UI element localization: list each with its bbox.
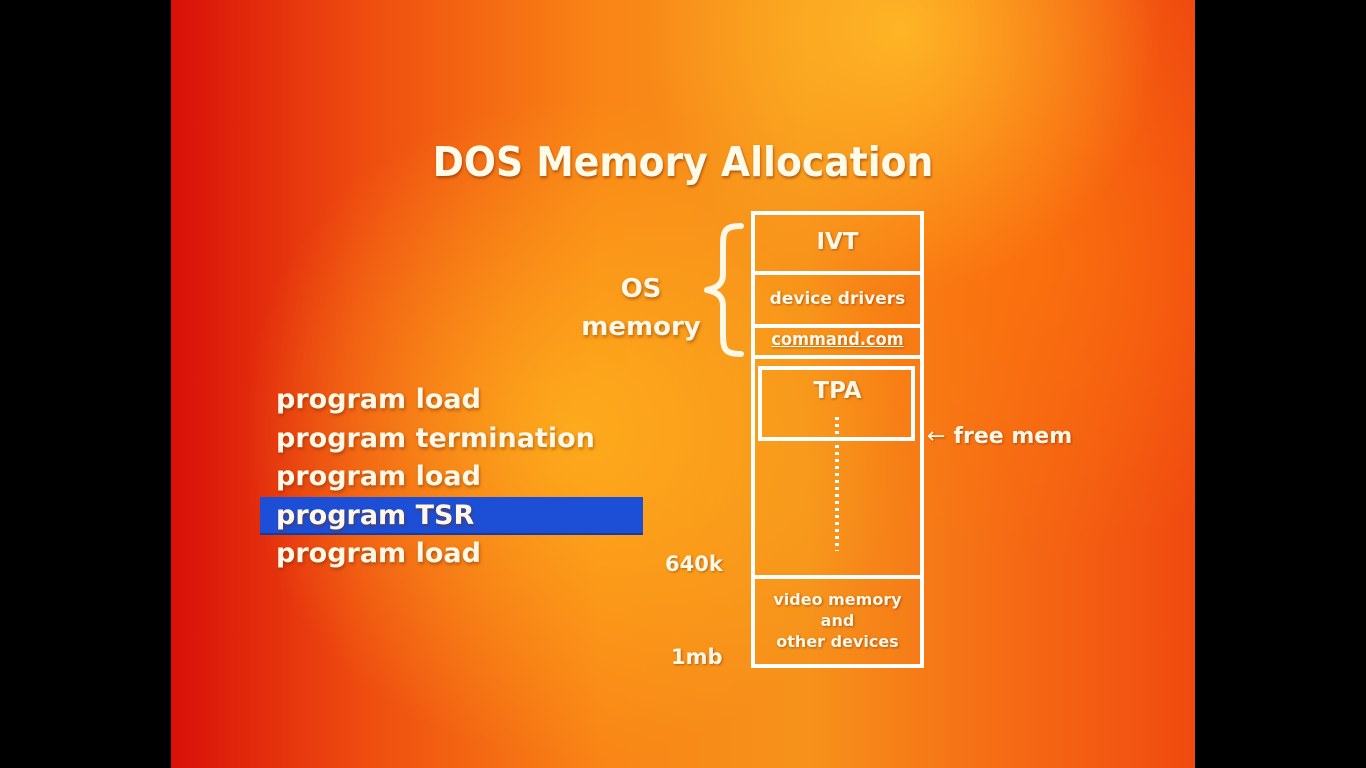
- video-memory-line1: video memory: [773, 590, 902, 609]
- step-list: program load program termination program…: [260, 381, 643, 574]
- os-memory-label: OS memory: [571, 270, 711, 346]
- os-label-line2: memory: [581, 312, 701, 342]
- step-item: program load: [276, 461, 481, 492]
- free-mem-label: free mem: [953, 424, 1073, 449]
- slide-title: DOS Memory Allocation: [432, 138, 934, 186]
- address-640k-label: 640k: [665, 552, 723, 576]
- curly-brace-icon: [704, 223, 744, 357]
- memory-map: IVT device drivers command.com TPA video…: [751, 211, 924, 668]
- free-mem-annotation: ← free mem: [927, 424, 1072, 449]
- memory-map-lines: [751, 211, 924, 668]
- ivt-label: IVT: [816, 229, 859, 255]
- slide: DOS Memory Allocation program load progr…: [171, 0, 1195, 768]
- step-item: program load: [276, 384, 481, 415]
- video-memory-line2: and: [820, 611, 855, 630]
- step-item-highlighted: program TSR: [260, 496, 643, 535]
- left-arrow-icon: ←: [927, 424, 946, 449]
- command-com-label: command.com: [771, 329, 904, 350]
- os-label-line1: OS: [620, 274, 662, 304]
- video-memory-line3: other devices: [776, 632, 899, 651]
- step-item: program load: [276, 538, 481, 569]
- address-1mb-label: 1mb: [671, 645, 723, 669]
- step-item: program termination: [276, 422, 595, 454]
- device-drivers-label: device drivers: [769, 289, 906, 309]
- tpa-label: TPA: [813, 378, 862, 404]
